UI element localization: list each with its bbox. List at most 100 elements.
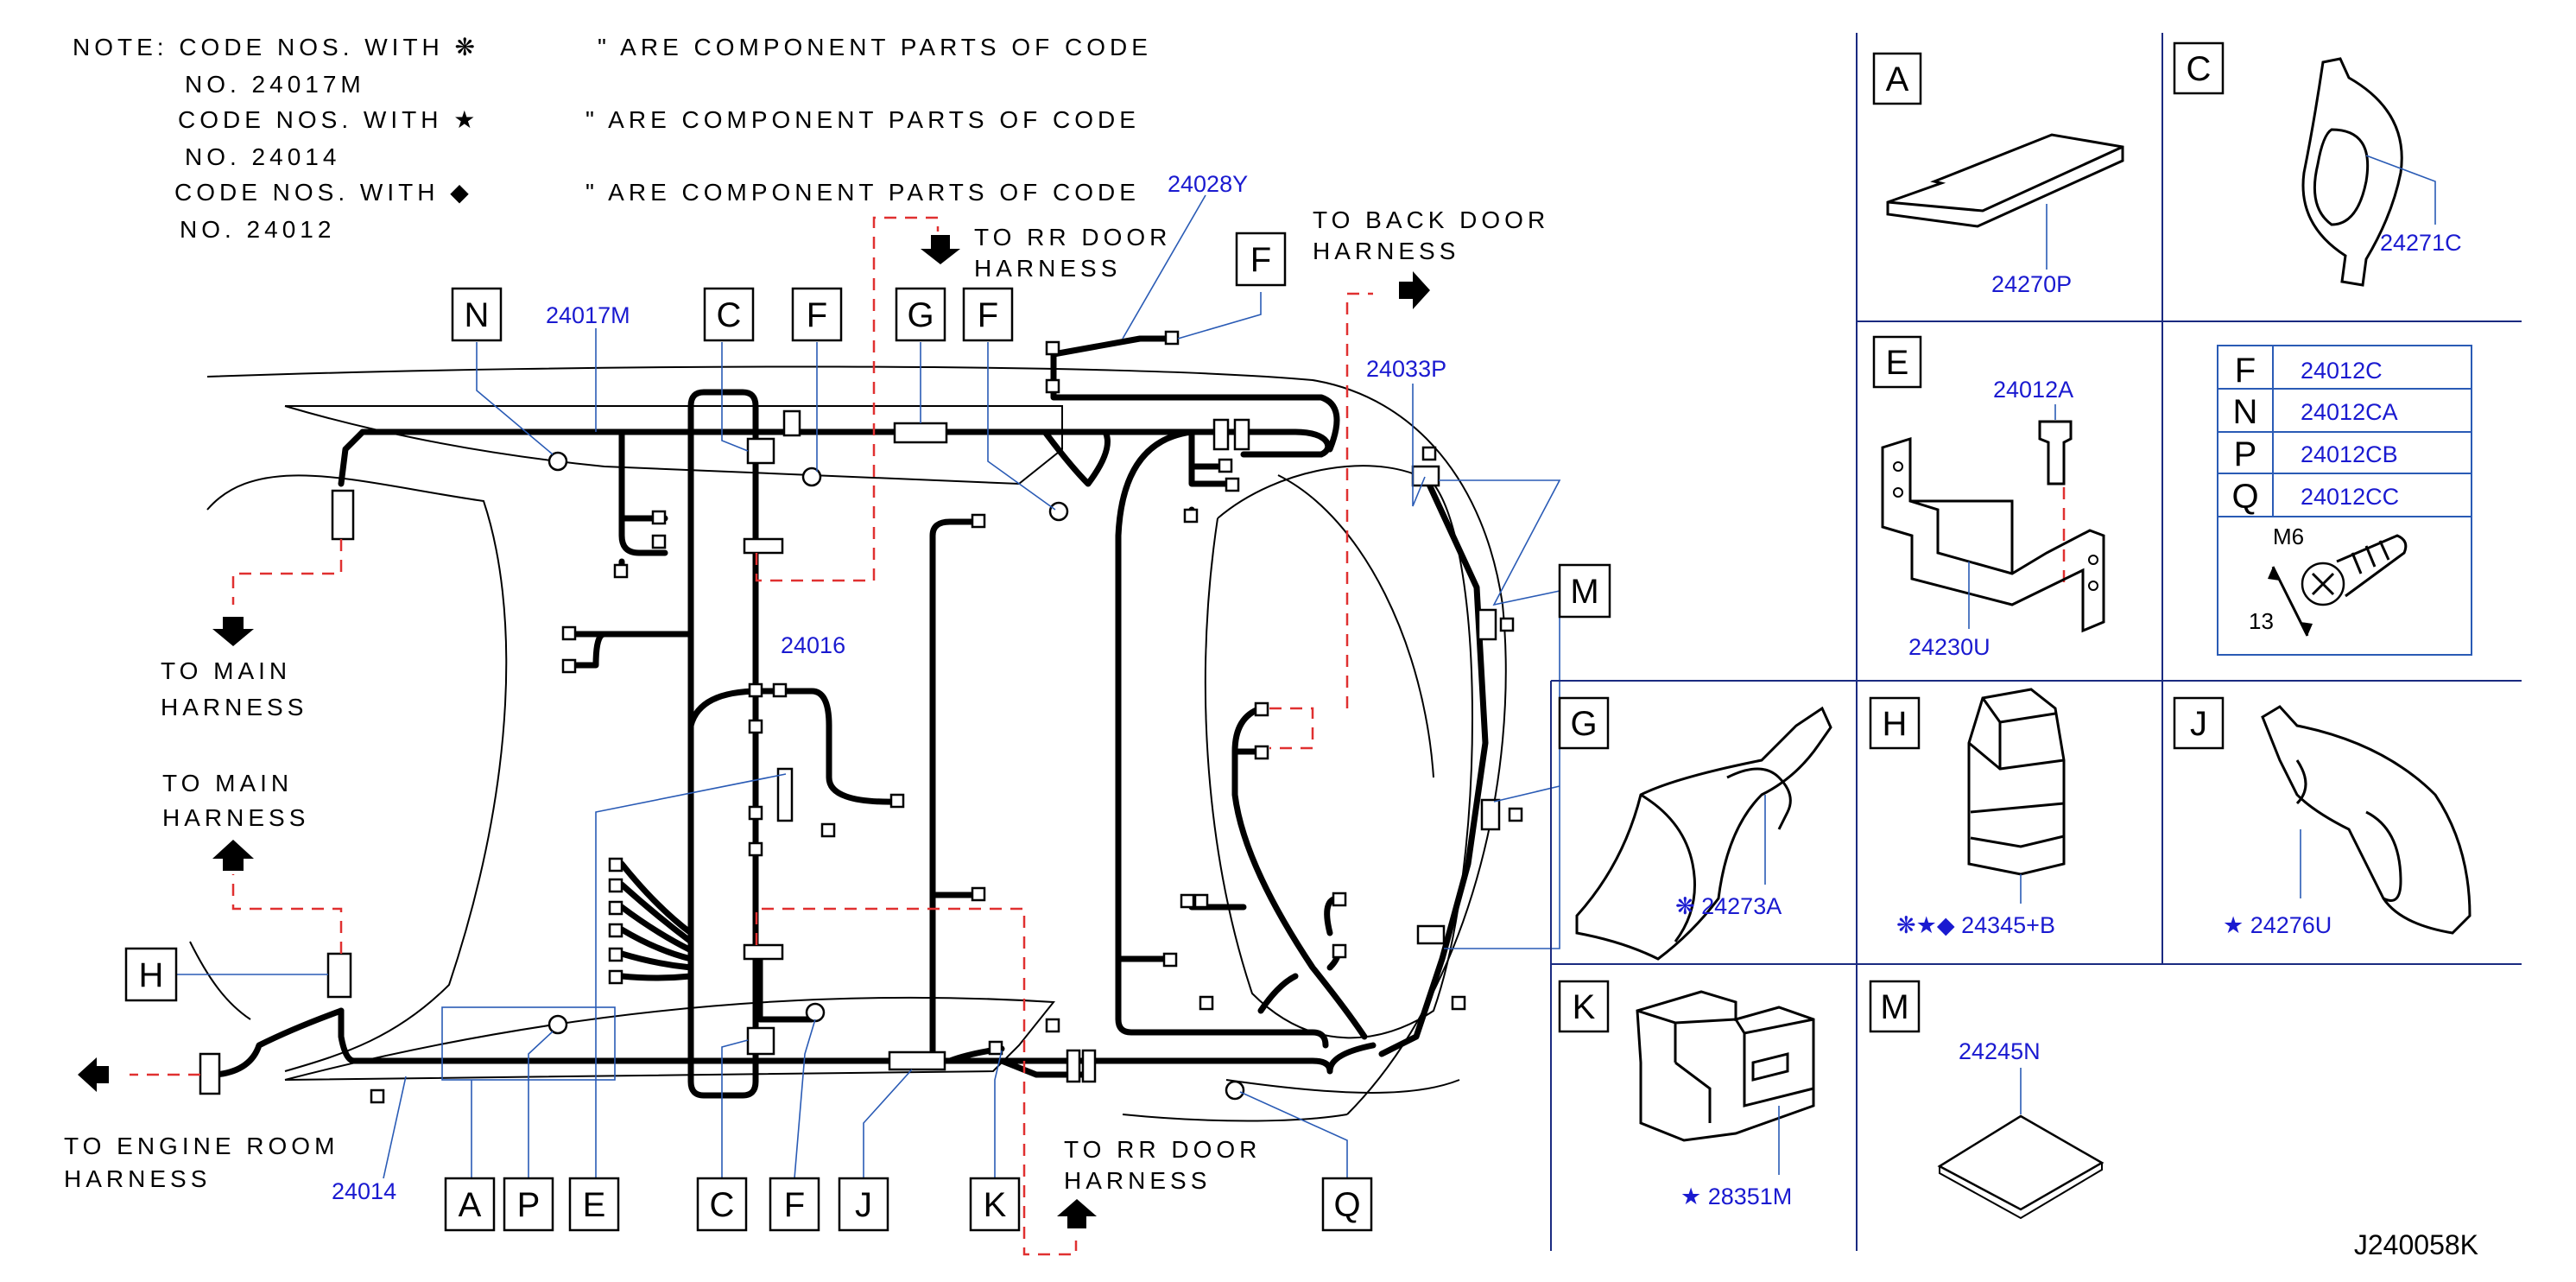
main-part-numbers: 24017M 24028Y 24033P 24016 24014: [332, 171, 1446, 1204]
label-rr-door-bottom: TO RR DOOR: [1064, 1136, 1261, 1163]
note-line-3b: " ARE COMPONENT PARTS OF CODE: [585, 106, 1140, 133]
callouts-top: N C F G F F: [451, 232, 1287, 342]
label-main-2: TO MAIN: [162, 770, 293, 796]
part-24245N: 24245N: [1959, 1038, 2041, 1064]
connector: [1081, 1049, 1097, 1083]
part-24271C: 24271C: [2380, 230, 2462, 256]
ground-terminal: [547, 1014, 568, 1035]
callout-G: G: [907, 296, 934, 334]
label-rr-door-top-2: HARNESS: [974, 255, 1121, 282]
callout-F: F: [807, 296, 827, 334]
detail-panels-frame: [1550, 33, 2522, 1251]
callout-H: H: [139, 956, 164, 994]
part-28351M: ★ 28351M: [1680, 1184, 1792, 1209]
panel-G: G ❋ 24273A: [1558, 696, 1832, 961]
part-24230U: 24230U: [1908, 634, 1991, 660]
part-24012CC: 24012CC: [2301, 484, 2399, 510]
connector: [782, 409, 801, 437]
callouts-side: H M: [124, 563, 1611, 1002]
connector: [743, 537, 784, 555]
note-line-5b: " ARE COMPONENT PARTS OF CODE: [585, 179, 1140, 206]
table-letter-Q: Q: [2231, 478, 2258, 516]
label-engine-room-2: HARNESS: [64, 1165, 211, 1192]
callout-K: K: [984, 1186, 1007, 1224]
part-24012C: 24012C: [2301, 358, 2383, 384]
ground-terminal: [805, 1002, 826, 1023]
vehicle-body-outline: [189, 365, 1507, 1122]
connector: [1212, 418, 1230, 451]
arrow-right-icon: [1399, 271, 1430, 309]
callout-C: C: [710, 1186, 735, 1224]
part-24014: 24014: [332, 1178, 396, 1204]
bolt-size-label: M6: [2273, 524, 2304, 549]
callout-F: F: [784, 1186, 805, 1224]
direction-labels: TO RR DOOR HARNESS TO BACK DOOR HARNESS …: [64, 206, 1549, 1194]
panel-H-letter: H: [1883, 705, 1908, 743]
panel-M: M 24245N: [1869, 980, 2104, 1220]
arrow-left-icon: [78, 1057, 109, 1092]
connector: [199, 1052, 221, 1095]
arrow-up-icon: [212, 840, 254, 871]
part-24033P: 24033P: [1366, 356, 1446, 382]
connector: [1416, 924, 1446, 945]
part-24016: 24016: [781, 632, 845, 658]
callout-C: C: [717, 296, 742, 334]
table-letter-N: N: [2233, 393, 2258, 431]
notes-block: NOTE: CODE NOS. WITH ❋ " ARE COMPONENT P…: [73, 34, 1152, 243]
label-back-door: TO BACK DOOR: [1313, 206, 1549, 233]
connector: [326, 952, 352, 999]
ground-terminal: [1225, 1080, 1245, 1101]
callouts-bottom: A P E C F J K Q: [444, 1177, 1373, 1232]
label-rr-door-top: TO RR DOOR: [974, 224, 1171, 251]
callout-F: F: [978, 296, 998, 334]
connector: [1480, 798, 1501, 831]
panel-J-letter: J: [2190, 705, 2207, 743]
callout-E: E: [583, 1186, 606, 1224]
arrow-up-icon: [1057, 1199, 1097, 1228]
ground-terminal: [1048, 501, 1069, 522]
table-letter-P: P: [2234, 435, 2257, 473]
connector: [1477, 608, 1497, 641]
panel-H: H ❋★◆ 24345+B: [1869, 688, 2066, 938]
connectors: [199, 330, 1523, 1104]
table-letter-F: F: [2235, 352, 2256, 390]
panel-C-letter: C: [2187, 50, 2212, 88]
panel-G-letter: G: [1570, 705, 1597, 743]
part-24028Y: 24028Y: [1168, 171, 1248, 197]
part-24270P: 24270P: [1991, 271, 2072, 297]
dashed-routes: [130, 216, 2066, 1256]
label-main-1: TO MAIN: [161, 657, 291, 684]
label-rr-door-bottom-2: HARNESS: [1064, 1167, 1211, 1194]
label-main-2b: HARNESS: [162, 804, 309, 831]
part-24345-B: ❋★◆ 24345+B: [1896, 912, 2055, 938]
panel-M-letter: M: [1880, 988, 1908, 1026]
callout-J: J: [855, 1186, 872, 1224]
arrow-down-icon: [212, 617, 254, 646]
panel-A-letter: A: [1886, 60, 1909, 98]
panel-C: C 24271C: [2173, 41, 2462, 287]
arrow-down-icon: [921, 235, 960, 264]
bolt-dimension-label: 13: [2249, 608, 2274, 634]
part-24012CA: 24012CA: [2301, 399, 2398, 425]
part-24012A: 24012A: [1993, 377, 2073, 403]
panel-J: J ★ 24276U: [2173, 696, 2472, 938]
part-24273A: ❋ 24273A: [1675, 893, 1782, 919]
callout-P: P: [517, 1186, 541, 1224]
callout-M: M: [1570, 573, 1598, 611]
note-line-6: NO. 24012: [180, 216, 335, 243]
connector: [1066, 1049, 1081, 1083]
note-line-2: NO. 24017M: [185, 71, 365, 98]
connector: [1233, 418, 1250, 451]
connector: [746, 437, 775, 465]
note-line-5: CODE NOS. WITH ◆: [174, 179, 473, 206]
drawing-code: J240058K: [2354, 1229, 2478, 1260]
note-line-1b: " ARE COMPONENT PARTS OF CODE: [598, 34, 1152, 60]
panel-E: E 24012A 24230U: [1872, 335, 2105, 660]
harness-wires: [212, 335, 1489, 1099]
callout-Q: Q: [1333, 1186, 1360, 1224]
leader-lines: [176, 194, 1561, 1179]
connector: [776, 767, 794, 822]
note-line-3: CODE NOS. WITH ★: [178, 106, 479, 133]
